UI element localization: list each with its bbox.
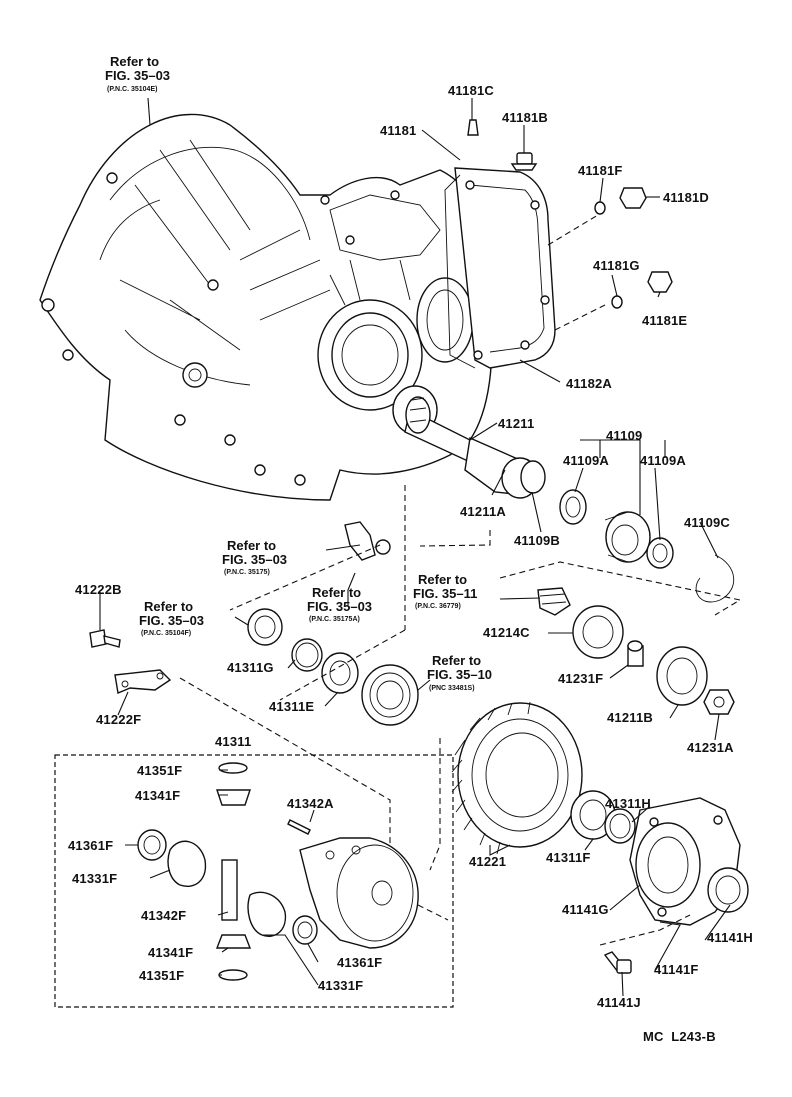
part-label-41331F: 41331F [318,978,363,993]
ref-pnc: (P.N.C. 35104E) [107,86,157,93]
part-label-41109A: 41109A [640,453,686,468]
part-label-41211: 41211 [498,416,534,431]
reference-note-5: Refer to FIG. 35–11 (P.N.C. 36779) [413,572,477,610]
part-label-41181D: 41181D [663,190,709,205]
part-label-41361F: 41361F [68,838,113,853]
part-label-41221: 41221 [469,854,506,869]
part-label-41211A: 41211A [460,504,506,519]
part-label-41311E: 41311E [269,699,314,714]
diagram-code: MC L243-B [643,1029,716,1044]
part-labels: 41181C 41181 41181B 41181F 41181D 41181G… [68,83,753,1010]
differential-internals-drawing [137,762,419,981]
part-label-41214C: 41214C [483,625,530,640]
part-label-41181B: 41181B [502,110,548,125]
part-label-41141J: 41141J [597,995,641,1010]
ref-title: Refer to [227,538,276,553]
ref-fig: FIG. 35–03 [307,599,372,614]
reference-note-2: Refer to FIG. 35–03 (P.N.C. 35175) [222,538,287,576]
differential-case-cover-drawing [570,790,749,974]
part-label-41311G: 41311G [227,660,274,675]
ref-title: Refer to [110,54,159,69]
part-label-41141G: 41141G [562,902,609,917]
reference-note-3: Refer to FIG. 35–03 (P.N.C. 35104F) [139,599,204,637]
part-label-41341F: 41341F [148,945,193,960]
ref-pnc: (P.N.C. 36779) [415,603,461,610]
part-label-41311F: 41311F [546,850,591,865]
side-cover-drawing [444,167,556,369]
part-label-41141H: 41141H [707,930,753,945]
part-label-41109B: 41109B [514,533,560,548]
part-label-41341F: 41341F [135,788,180,803]
ref-fig: FIG. 35–03 [222,552,287,567]
part-label-41222F: 41222F [96,712,141,727]
part-label-41182A: 41182A [566,376,612,391]
differential-assembly-box [54,754,454,1008]
part-label-41181F: 41181F [578,163,623,178]
part-label-41211B: 41211B [607,710,653,725]
part-label-41109C: 41109C [684,515,730,530]
part-label-41181C: 41181C [448,83,494,98]
ref-pnc: (P.N.C. 35175) [224,569,270,576]
reference-note-4: Refer to FIG. 35–03 (P.N.C. 35175A) [307,585,372,623]
part-label-41342A: 41342A [287,796,334,811]
part-label-41351F: 41351F [139,968,184,983]
reference-note-6: Refer to FIG. 35–10 (PNC 33481S) [427,653,492,692]
part-label-41342F: 41342F [141,908,186,923]
reference-note-1: Refer to FIG. 35–03 (P.N.C. 35104E) [105,54,170,93]
part-label-41181: 41181 [380,123,416,138]
ref-pnc: (P.N.C. 35104F) [141,630,191,637]
part-label-41311H: 41311H [605,796,651,811]
transaxle-housing-drawing [39,113,501,501]
ref-title: Refer to [312,585,361,600]
part-label-41351F: 41351F [137,763,182,778]
part-label-41361F: 41361F [337,955,382,970]
ref-title: Refer to [418,572,467,587]
ref-pnc: (PNC 33481S) [429,685,475,692]
ref-pnc: (P.N.C. 35175A) [309,616,360,623]
part-label-41311: 41311 [215,734,251,749]
cover-hardware-drawing [467,119,673,309]
part-label-41109A: 41109A [563,453,609,468]
output-shaft-drawing [404,396,735,603]
mid-parts-drawing [89,521,735,726]
ref-fig: FIG. 35–03 [139,613,204,628]
part-label-41222B: 41222B [75,582,122,597]
part-label-41231F: 41231F [558,671,603,686]
part-label-41141F: 41141F [654,962,699,977]
ref-fig: FIG. 35–11 [413,586,477,601]
part-label-41181E: 41181E [642,313,687,328]
ref-title: Refer to [432,653,481,668]
ring-gear-drawing [451,701,583,855]
ref-fig: FIG. 35–03 [105,68,170,83]
part-label-41231A: 41231A [687,740,734,755]
part-label-41109: 41109 [606,428,642,443]
part-label-41181G: 41181G [593,258,640,273]
ref-title: Refer to [144,599,193,614]
leader-lines [99,97,742,997]
part-label-41331F: 41331F [72,871,117,886]
ref-fig: FIG. 35–10 [427,667,492,682]
